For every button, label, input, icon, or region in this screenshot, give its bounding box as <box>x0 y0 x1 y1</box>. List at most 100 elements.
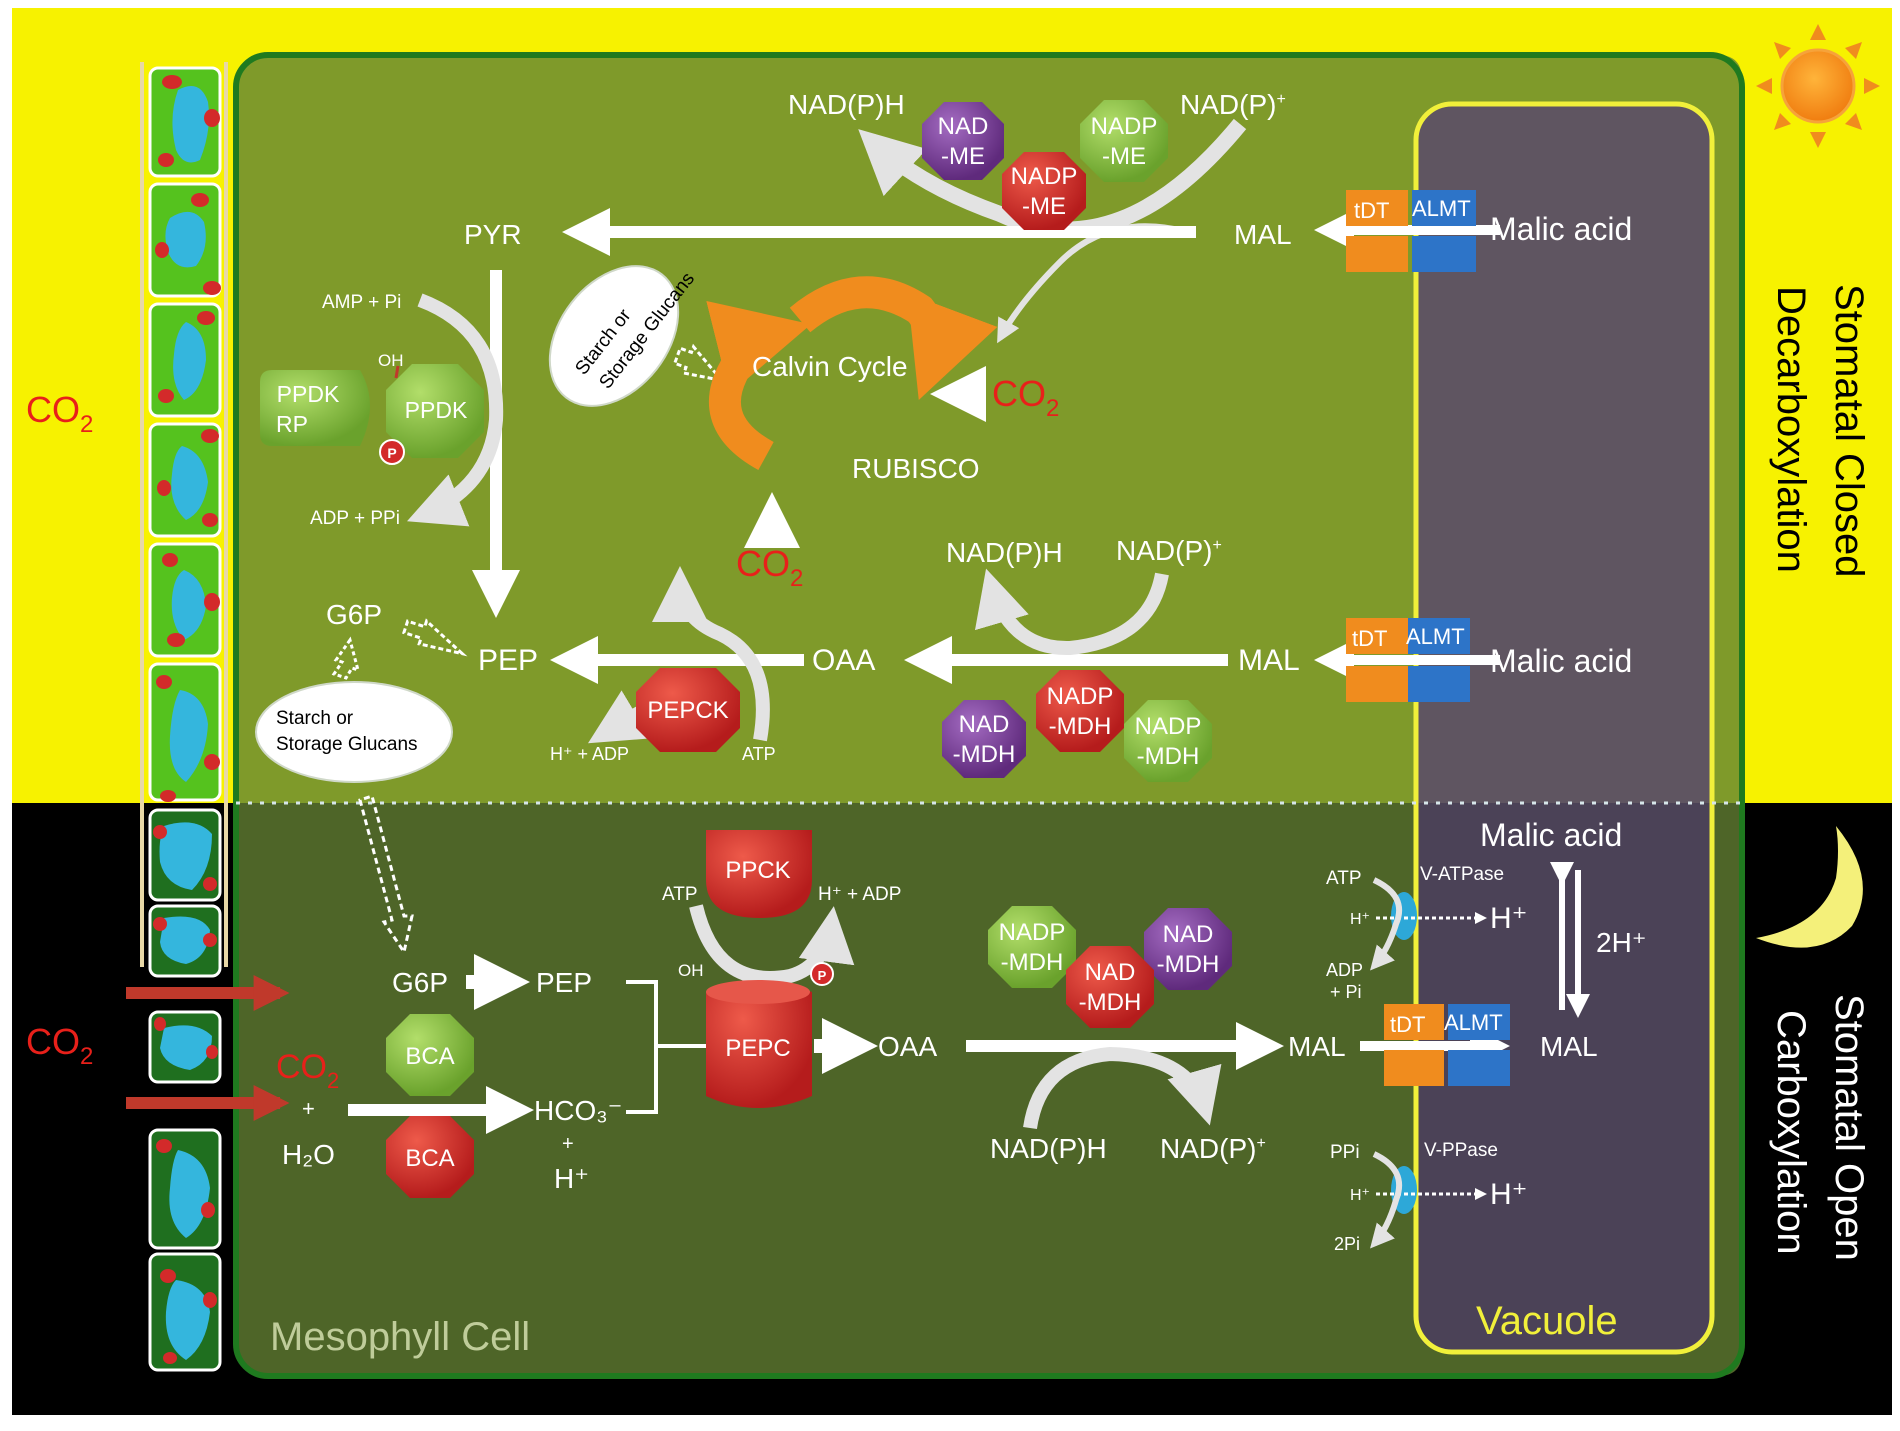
transporter-tdt-almt-night: tDT ALMT <box>1384 1004 1510 1086</box>
svg-text:-MDH: -MDH <box>1001 949 1064 976</box>
svg-text:Decarboxylation: Decarboxylation <box>1769 286 1813 573</box>
svg-text:tDT: tDT <box>1390 1012 1425 1037</box>
moon-icon <box>1756 826 1863 948</box>
svg-text:NADP: NADP <box>1047 683 1114 710</box>
stomatal-closed-label: Stomatal Closed Decarboxylation <box>1769 284 1871 577</box>
amp-pi-label: AMP + Pi <box>322 292 401 313</box>
atp-night-label: ATP <box>662 884 698 905</box>
svg-text:Carboxylation: Carboxylation <box>1769 1010 1813 1255</box>
plus2-label: + <box>562 1133 574 1155</box>
svg-text:NAD: NAD <box>1163 921 1214 948</box>
hollow-arrow-g6p-to-starch <box>331 636 361 680</box>
svg-text:-MDH: -MDH <box>1137 743 1200 770</box>
substrate-bracket <box>626 980 706 1114</box>
svg-text:Stomatal Open: Stomatal Open <box>1827 994 1871 1261</box>
svg-text:BCA: BCA <box>405 1145 454 1172</box>
enzyme-bca-red: BCA <box>386 1116 474 1198</box>
h-small-1-label: H⁺ <box>1350 911 1370 928</box>
svg-text:tDT: tDT <box>1352 626 1387 651</box>
h-plus-label: H⁺ <box>554 1163 589 1194</box>
enzyme-nadp-me-green: NADP -ME <box>1080 100 1168 182</box>
vacuole <box>1413 101 1715 1355</box>
v-ppase-pump <box>1370 1151 1487 1249</box>
ppdk-cofactor-arc <box>407 293 504 527</box>
co2-day-label: CO2 <box>26 389 93 438</box>
malic-top-label: Malic acid <box>1490 211 1632 247</box>
vacuole-label: Vacuole <box>1476 1299 1618 1343</box>
enzyme-nad-mdh-day: NAD -MDH <box>942 700 1026 778</box>
rubisco-label: RUBISCO <box>852 453 980 484</box>
pyr-label: PYR <box>464 219 522 250</box>
svg-text:RP: RP <box>276 411 308 437</box>
oh-bond <box>394 365 400 379</box>
svg-text:-MDH: -MDH <box>1049 713 1112 740</box>
hollow-arrow-to-starch <box>672 343 726 383</box>
calvin-cycle-icon <box>706 276 998 471</box>
starch-oval: Starch or Storage Glucans <box>255 681 453 783</box>
nadph-night-label: NAD(P)H <box>990 1133 1107 1164</box>
mal-night-label: MAL <box>1288 1031 1346 1062</box>
adp-ppi-label: ADP + PPi <box>310 508 400 529</box>
atp-vatpase-label: ATP <box>1326 868 1362 889</box>
h-small-2-label: H⁺ <box>1350 1187 1370 1204</box>
svg-text:-MDH: -MDH <box>1079 989 1142 1016</box>
ppi-label: PPi <box>1330 1142 1360 1163</box>
h2o-label: H₂O <box>282 1139 335 1170</box>
two-h-label: 2H⁺ <box>1596 927 1647 958</box>
calvin-cycle-label: Calvin Cycle <box>752 351 908 382</box>
svg-text:-ME: -ME <box>1102 143 1146 170</box>
enzyme-pepck: PEPCK <box>636 668 740 752</box>
g6p-night-label: G6P <box>392 967 448 998</box>
enzyme-nad-mdh-purple-night: NAD -MDH <box>1144 908 1232 990</box>
pepck-cofactor-arc-up <box>652 566 770 742</box>
hollow-arrow-pep-to-g6p <box>402 618 468 657</box>
pepc-phosphate-label: P <box>818 968 827 983</box>
g6p-day-label: G6P <box>326 599 382 630</box>
mal-top-label: MAL <box>1234 219 1292 250</box>
svg-text:NAD: NAD <box>938 113 989 140</box>
svg-text:PEPCK: PEPCK <box>647 697 728 724</box>
enzyme-pepc: PEPC <box>706 980 812 1108</box>
nadph-top-label: NAD(P)H <box>788 89 905 120</box>
svg-text:Storage Glucans: Storage Glucans <box>276 734 418 755</box>
nadph-oxidation-arc <box>1023 1046 1222 1130</box>
ppck-cofactor-arc <box>689 904 855 985</box>
co2-mid-label: CO2 <box>736 543 803 592</box>
enzyme-ppdk-rp: PPDK RP <box>260 370 370 446</box>
svg-text:ALMT: ALMT <box>1444 1010 1503 1035</box>
enzyme-ppck: PPCK <box>706 830 812 918</box>
malic-night-label: Malic acid <box>1480 817 1622 853</box>
svg-text:PPDK: PPDK <box>277 381 340 407</box>
plus-label: + <box>302 1096 315 1121</box>
nadp-night-label: NAD(P)+ <box>1160 1133 1266 1164</box>
two-pi-label: 2Pi <box>1334 1234 1360 1254</box>
mal-mid-label: MAL <box>1238 644 1300 677</box>
pep-night-label: PEP <box>536 967 592 998</box>
h-big-2-label: H⁺ <box>1490 1178 1528 1211</box>
enzyme-nadp-me-red: NADP -ME <box>1002 152 1086 230</box>
svg-text:Starch or: Starch or <box>276 708 354 729</box>
mal-vacuole-label: MAL <box>1540 1031 1598 1062</box>
svg-text:PEPC: PEPC <box>725 1035 790 1062</box>
v-atpase-label: V-ATPase <box>1420 864 1504 885</box>
svg-text:NADP: NADP <box>1011 163 1078 190</box>
enzyme-nadp-mdh-red-day: NADP -MDH <box>1036 670 1124 752</box>
pepc-phosphate-icon <box>810 962 834 986</box>
co2-night-label: CO2 <box>26 1021 93 1070</box>
hco3-label: HCO₃⁻ <box>534 1095 622 1126</box>
nadph-mid-label: NAD(P)H <box>946 537 1063 568</box>
svg-text:NADP: NADP <box>999 919 1066 946</box>
oaa-day-label: OAA <box>812 644 875 677</box>
malic-mid-label: Malic acid <box>1490 643 1632 679</box>
atp-day-label: ATP <box>742 744 776 764</box>
transporter-tdt-almt-mid: tDT ALMT <box>1346 618 1470 702</box>
sun-icon <box>1756 24 1880 148</box>
v-atpase-pump <box>1370 877 1487 971</box>
pep-day-label: PEP <box>478 644 538 677</box>
svg-text:NAD: NAD <box>1085 959 1136 986</box>
stomatal-open-label: Stomatal Open Carboxylation <box>1769 994 1871 1261</box>
pepc-oh-label: OH <box>678 961 704 980</box>
enzyme-nad-mdh-red-night: NAD -MDH <box>1066 946 1154 1028</box>
enzyme-nadp-mdh-green-night: NADP -MDH <box>988 906 1076 988</box>
